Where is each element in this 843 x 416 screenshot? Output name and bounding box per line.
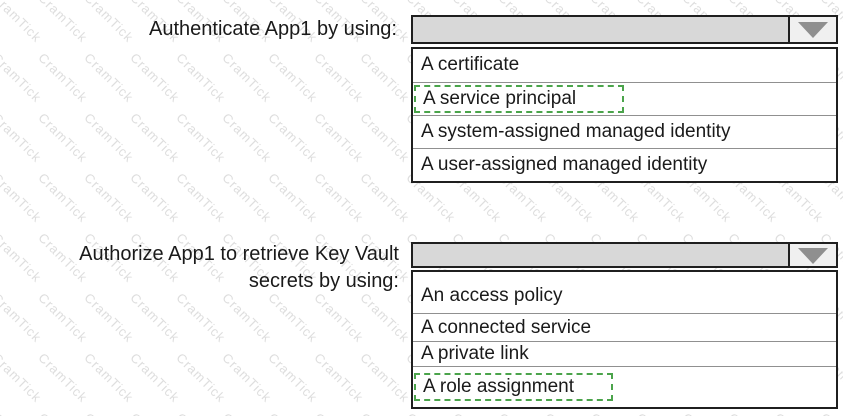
chevron-down-icon (798, 22, 828, 38)
question-2-label: Authorize App1 to retrieve Key Vault sec… (0, 241, 399, 295)
watermark-text: CramTick (127, 290, 183, 346)
watermark-text: CramTick (35, 410, 90, 416)
watermark-text: CramTick (81, 290, 137, 346)
option-item[interactable]: An access policy (413, 272, 836, 313)
chevron-down-icon (798, 247, 828, 264)
watermark-text: CramTick (35, 350, 91, 406)
watermark-text: CramTick (219, 110, 275, 166)
watermark-text: CramTick (495, 410, 550, 416)
watermark-text: CramTick (219, 290, 275, 346)
watermark-text: CramTick (81, 350, 137, 406)
option-item[interactable]: A system-assigned managed identity (413, 114, 836, 148)
watermark-text: CramTick (357, 50, 413, 106)
dropdown-1-arrow-button[interactable] (788, 17, 836, 42)
dropdown-1-options: A certificate A service principal A syst… (411, 47, 838, 183)
watermark-text: CramTick (265, 290, 321, 346)
watermark-text: CramTick (219, 410, 274, 416)
watermark-text: CramTick (81, 410, 136, 416)
question-2-label-line: Authorize App1 to retrieve Key Vault (79, 243, 399, 265)
option-label: A certificate (421, 54, 520, 76)
watermark-text: CramTick (0, 410, 45, 416)
option-label: A connected service (421, 316, 592, 338)
watermark-text: CramTick (449, 410, 504, 416)
watermark-text: CramTick (311, 50, 367, 106)
dropdown-2-arrow-button[interactable] (788, 244, 836, 266)
watermark-text: CramTick (81, 170, 137, 226)
watermark-text: CramTick (219, 50, 275, 106)
question-2-label-line: secrets by using: (248, 270, 399, 292)
watermark-text: CramTick (0, 50, 45, 106)
watermark-text: CramTick (35, 290, 91, 346)
option-label: A system-assigned managed identity (421, 120, 731, 142)
watermark-text: CramTick (311, 410, 366, 416)
watermark-text: CramTick (127, 350, 183, 406)
watermark-text: CramTick (265, 350, 321, 406)
watermark-text: CramTick (173, 350, 229, 406)
dropdown-1-value-area[interactable] (413, 17, 788, 42)
watermark-text: CramTick (0, 110, 45, 166)
watermark-text: CramTick (311, 350, 367, 406)
watermark-text: CramTick (679, 410, 734, 416)
watermark-text: CramTick (173, 410, 228, 416)
watermark-text: CramTick (265, 170, 321, 226)
watermark-text: CramTick (127, 170, 183, 226)
watermark-text: CramTick (541, 410, 596, 416)
watermark-text: CramTick (35, 170, 91, 226)
watermark-text: CramTick (173, 110, 229, 166)
watermark-text: CramTick (173, 170, 229, 226)
watermark-text: CramTick (311, 290, 367, 346)
option-label: A private link (421, 343, 529, 365)
selected-answer-box: A service principal (414, 84, 624, 113)
watermark-text: CramTick (357, 350, 413, 406)
watermark-text: CramTick (127, 110, 183, 166)
watermark-text: CramTick (403, 410, 458, 416)
question-1-label: Authenticate App1 by using: (0, 16, 397, 43)
watermark-text: CramTick (219, 350, 275, 406)
watermark-text: CramTick (81, 50, 137, 106)
selected-answer-box: A role assignment (414, 373, 613, 402)
option-label: A user-assigned managed identity (421, 153, 708, 175)
watermark-text: CramTick (219, 170, 275, 226)
watermark-text: CramTick (357, 110, 413, 166)
watermark-text: CramTick (357, 290, 413, 346)
watermark-text: CramTick (587, 410, 642, 416)
watermark-text: CramTick (771, 410, 826, 416)
option-label: A service principal (423, 87, 577, 109)
watermark-text: CramTick (35, 110, 91, 166)
option-item[interactable]: A role assignment (413, 366, 836, 407)
option-item[interactable]: A service principal (413, 81, 836, 115)
watermark-text: CramTick (0, 350, 45, 406)
option-item[interactable]: A certificate (413, 49, 836, 82)
dropdown-2-value-area[interactable] (413, 244, 788, 266)
watermark-text: CramTick (81, 110, 137, 166)
watermark-text: CramTick (265, 110, 321, 166)
watermark-text: CramTick (35, 50, 91, 106)
watermark-text: CramTick (265, 410, 320, 416)
watermark-text: CramTick (357, 410, 412, 416)
watermark-text: CramTick (173, 290, 229, 346)
option-item[interactable]: A connected service (413, 312, 836, 341)
watermark-text: CramTick (725, 410, 780, 416)
dropdown-2[interactable] (411, 242, 838, 268)
watermark-text: CramTick (0, 170, 45, 226)
watermark-text: CramTick (311, 170, 367, 226)
option-item[interactable]: A user-assigned managed identity (413, 147, 836, 181)
watermark-text: CramTick (817, 410, 843, 416)
option-label: An access policy (421, 285, 563, 307)
watermark-text: CramTick (127, 410, 182, 416)
question-1-label-line: Authenticate App1 by using: (149, 18, 397, 40)
watermark-text: CramTick (311, 110, 367, 166)
dropdown-1[interactable] (411, 15, 838, 44)
watermark-text: CramTick (357, 170, 413, 226)
watermark-text: CramTick (127, 50, 183, 106)
watermark-text: CramTick (0, 290, 45, 346)
option-item[interactable]: A private link (413, 341, 836, 366)
dropdown-2-options: An access policy A connected service A p… (411, 270, 838, 409)
watermark-text: CramTick (265, 50, 321, 106)
option-label: A role assignment (423, 376, 575, 398)
watermark-text: CramTick (173, 50, 229, 106)
watermark-text: CramTick (633, 410, 688, 416)
